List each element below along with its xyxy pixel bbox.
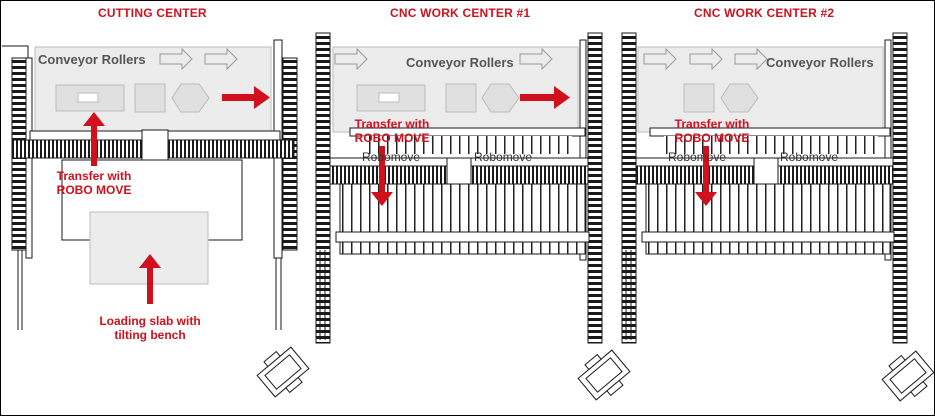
cnc-center-2 [621,32,935,402]
transfer-label-1-line1: Transfer with [56,169,132,183]
flow-arrow-right-2 [520,86,570,109]
conveyor-label-3: Conveyor Rollers [766,55,874,70]
cnc2-left-rack [621,32,637,344]
transfer-label-1: Transfer with ROBO MOVE [48,169,140,197]
cnc1-right-rack [587,32,603,344]
robot-base-3 [881,350,935,402]
hexagon-part [720,83,759,113]
robomove-mark-a: Robomove [362,150,421,164]
cutting-center [2,39,310,398]
cnc2-work-table [645,183,891,255]
flow-arrow-right-1 [222,86,270,109]
square-part [134,83,166,113]
robot-base-1 [256,346,310,398]
title-cutting-center: CUTTING CENTER [98,6,207,20]
robomove-mark-d: Robomove [780,150,839,164]
cnc2-conveyor-panel [637,46,884,133]
hexagon-part [171,83,210,113]
loading-label-line2: tilting bench [114,328,186,342]
transfer-label-3-line2: ROBO MOVE [674,131,750,145]
cnc-center-1 [315,32,631,401]
loading-label-line1: Loading slab with [99,314,201,328]
transfer-label-2-line1: Transfer with [354,117,430,131]
conveyor-label-2: Conveyor Rollers [406,55,514,70]
title-cnc-work-center-1: CNC WORK CENTER #1 [390,6,531,20]
square-part [683,83,715,113]
transfer-label-3: Transfer with ROBO MOVE [666,117,758,145]
robomove-mark-b: Robomove [474,150,533,164]
robomove-mark-c: Robomove [668,150,727,164]
loading-label: Loading slab with tilting bench [88,314,212,342]
conveyor-label-1: Conveyor Rollers [38,52,146,67]
cnc1-left-rack [315,32,331,344]
transfer-label-2-line2: ROBO MOVE [354,131,430,145]
transfer-arrow-up-1 [83,112,105,166]
loading-arrow-up [139,254,161,304]
transfer-label-2: Transfer with ROBO MOVE [346,117,438,145]
cnc2-right-rack [892,32,908,344]
title-cnc-work-center-2: CNC WORK CENTER #2 [694,6,835,20]
transfer-arrow-down-2 [371,146,393,206]
hexagon-part [481,83,520,113]
robot-base-2 [577,349,631,401]
transfer-label-1-line2: ROBO MOVE [56,183,132,197]
transfer-label-3-line1: Transfer with [674,117,750,131]
square-part [445,83,477,113]
transfer-arrow-down-3 [695,146,717,206]
